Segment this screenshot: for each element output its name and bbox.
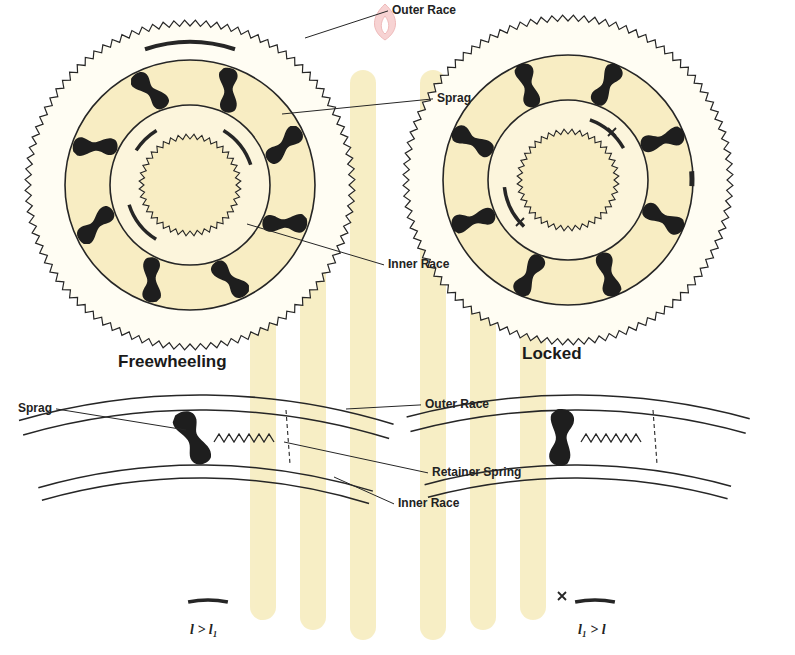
sprag	[638, 125, 686, 154]
leader-line	[305, 11, 388, 38]
part-label: Outer Race	[392, 4, 456, 18]
rotation-arrow	[127, 204, 157, 241]
inner-spline	[517, 129, 619, 231]
measure-arc	[188, 598, 228, 603]
part-label: Retainer Spring	[432, 466, 521, 480]
outer-race-arc	[406, 394, 749, 419]
inner-race-arc	[42, 477, 370, 504]
x-mark	[516, 218, 524, 226]
leader-line	[282, 99, 433, 114]
inner-race	[110, 105, 270, 265]
sprag-ring	[65, 60, 315, 310]
leader-line	[247, 224, 384, 265]
leader-line	[346, 405, 421, 409]
sprag	[128, 68, 173, 113]
sprag	[594, 250, 623, 298]
part-label: Inner Race	[388, 258, 449, 272]
part-label: Outer Race	[425, 398, 489, 412]
sprag	[208, 256, 253, 301]
sprag	[587, 61, 626, 109]
inner-race	[488, 100, 648, 260]
sprag	[170, 407, 215, 468]
dimension-line	[286, 410, 290, 464]
outer-race-gear	[25, 20, 355, 350]
state-caption: Freewheeling	[118, 352, 227, 372]
outer-race-arc	[23, 409, 389, 439]
retainer-spring	[214, 434, 274, 442]
outer-race-arc	[410, 409, 746, 434]
rotation-arrow	[223, 129, 253, 165]
outer-race-gear	[403, 15, 733, 345]
contact-spot	[689, 171, 694, 186]
sprag-ring	[443, 55, 693, 305]
sprag	[510, 251, 549, 299]
inner-race-arc	[428, 477, 728, 499]
sprag	[73, 203, 118, 248]
sprag	[449, 206, 497, 235]
leader-line	[334, 477, 394, 504]
sprag	[73, 137, 118, 156]
sprag	[639, 199, 687, 238]
leader-line	[56, 409, 186, 430]
sprag	[219, 68, 238, 113]
retainer-spring	[581, 434, 641, 442]
sprag	[513, 61, 542, 109]
rotation-arrow	[589, 118, 625, 149]
x-mark	[608, 128, 616, 136]
locked-clutch	[403, 15, 733, 345]
state-caption: Locked	[522, 344, 582, 364]
sprag	[142, 257, 161, 302]
inner-race-arc	[424, 464, 731, 487]
rotation-arrow	[135, 129, 158, 151]
sprag	[261, 123, 306, 168]
leader-lines	[56, 11, 433, 504]
x-mark	[558, 592, 566, 600]
part-label: Sprag	[437, 92, 471, 106]
dimension-relation: l > l₁	[190, 622, 218, 638]
part-label: Inner Race	[398, 497, 459, 511]
sprag	[547, 408, 575, 466]
dimension-line	[653, 410, 657, 464]
freewheeling-clutch	[25, 20, 355, 350]
part-label: Sprag	[18, 402, 52, 416]
freewheeling-detail	[19, 394, 394, 504]
sprag	[449, 122, 497, 161]
rotation-arrow	[503, 187, 526, 228]
sprag	[262, 214, 307, 233]
measure-arc	[575, 598, 615, 603]
locked-detail	[406, 394, 749, 499]
inner-spline	[139, 134, 241, 236]
rotation-arrow	[144, 40, 235, 51]
leader-line	[284, 442, 428, 473]
dimension-relation: l₁ > l	[578, 622, 606, 638]
watermark-bar	[350, 70, 376, 640]
